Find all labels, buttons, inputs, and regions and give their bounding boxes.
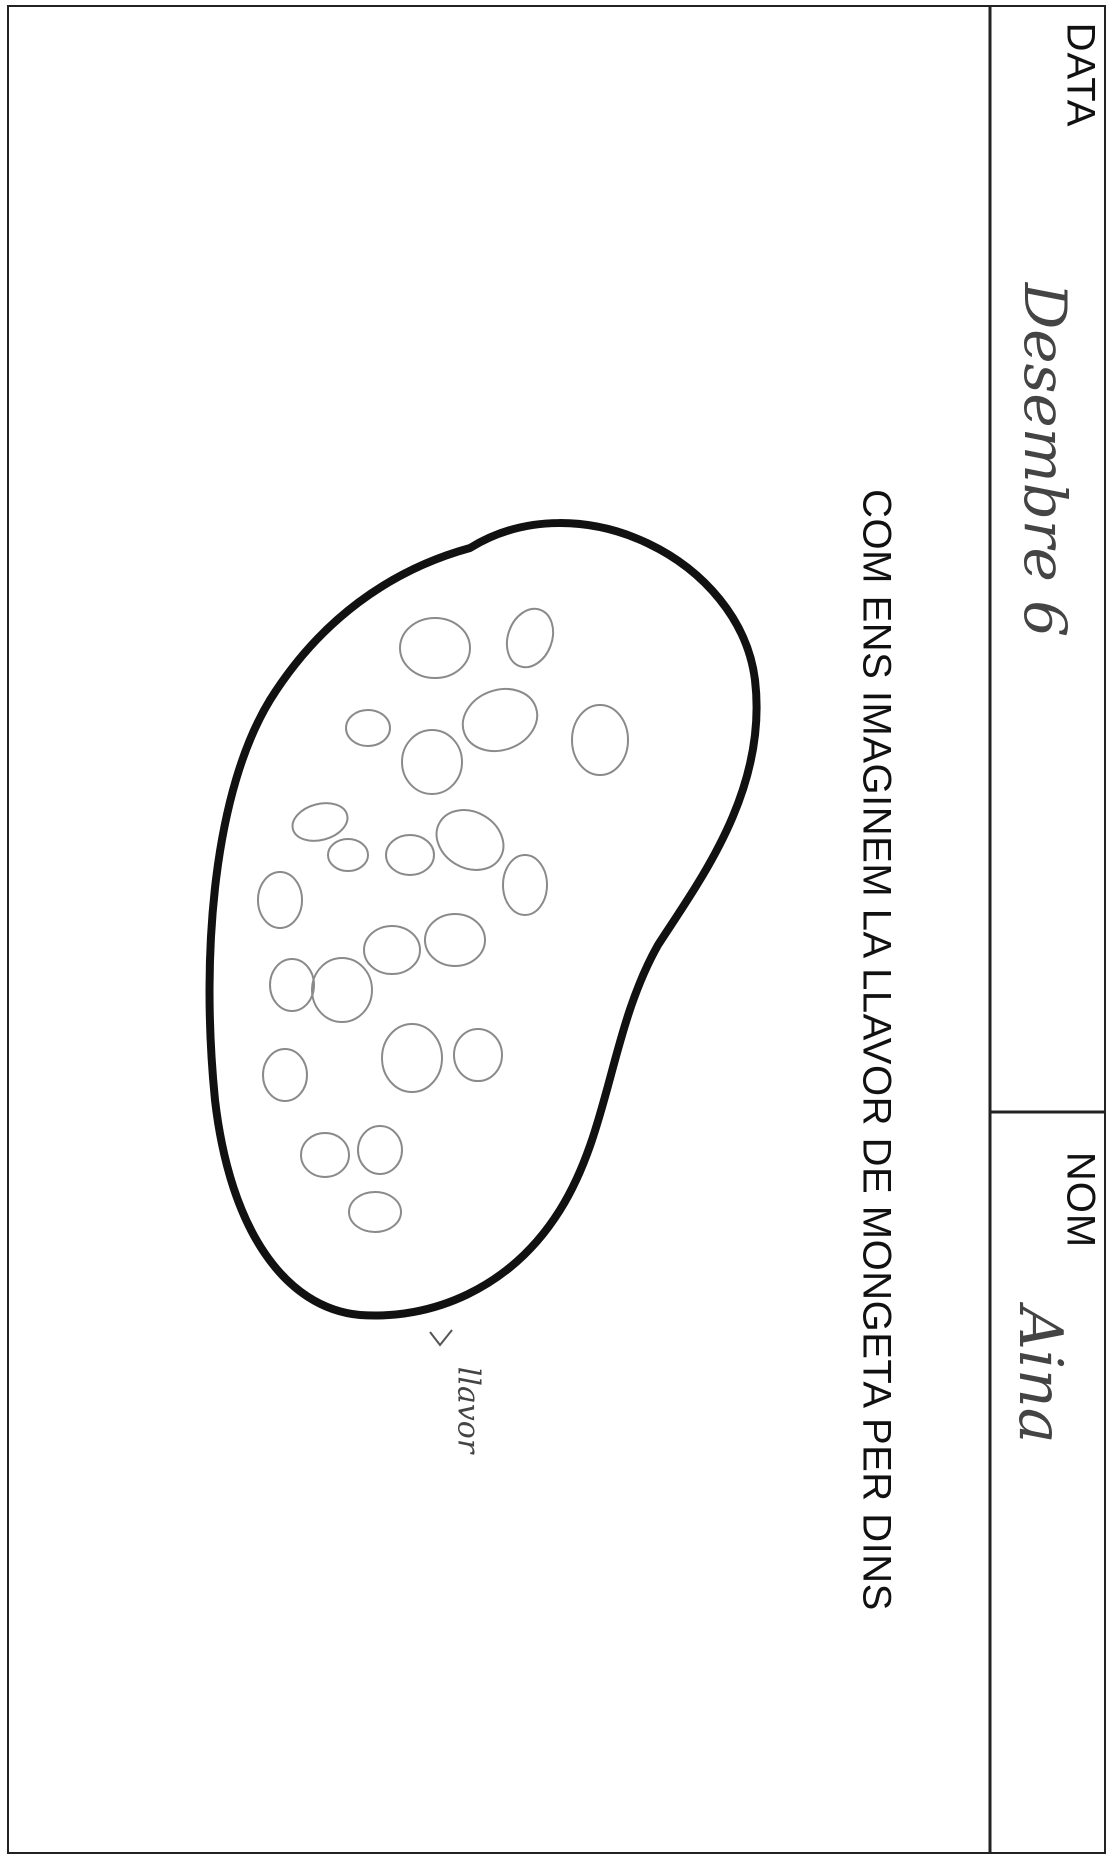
scribble-circle (263, 1049, 307, 1101)
scribble-circle (454, 679, 546, 761)
scribble-circle (499, 602, 561, 673)
scribble-circle (400, 618, 470, 678)
scribble-circle (312, 958, 372, 1022)
scribble-circle (258, 872, 302, 928)
date-value-handwritten: Desembre 6 (1011, 283, 1079, 637)
scribble-circle (425, 914, 485, 966)
scribble-circle (358, 1126, 402, 1174)
seed-interior-scribbles (258, 602, 628, 1232)
annotation-arrow (430, 1330, 452, 1345)
scribble-circle (346, 710, 390, 746)
scribble-circle (386, 835, 434, 875)
scribble-circle (349, 1192, 401, 1232)
page-border (8, 6, 1105, 1853)
name-value-handwritten: Aina (1005, 1307, 1075, 1444)
scribble-circle (382, 1024, 442, 1092)
scribble-circle (572, 705, 628, 775)
scribble-circle (301, 1133, 349, 1177)
scribble-circle (503, 855, 547, 915)
scribble-circle (454, 1029, 502, 1081)
scribble-circle (328, 839, 368, 871)
scribble-circle (426, 798, 515, 881)
scribble-circle (270, 959, 314, 1011)
scribble-circle (364, 926, 420, 974)
date-label: DATA (1058, 23, 1103, 128)
scribble-circle (402, 730, 462, 794)
seed-annotation: llavor (451, 1367, 486, 1453)
page-title: COM ENS IMAGINEM LA LLAVOR DE MONGETA PE… (854, 489, 899, 1611)
name-label: NOM (1058, 1152, 1103, 1248)
bean-seed-outline (210, 523, 757, 1315)
